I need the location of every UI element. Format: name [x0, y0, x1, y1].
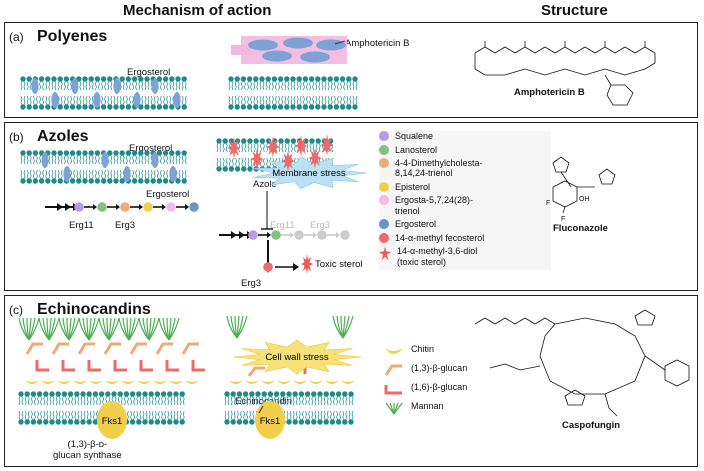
synthase-label: (1,3)-β-ᴅ- glucan synthase — [53, 439, 122, 461]
ergosterol-label: Ergosterol — [127, 67, 171, 78]
panel-title: Azoles — [37, 128, 89, 145]
membrane-stress-label: Membrane stress — [272, 168, 346, 179]
pathway-right — [219, 191, 350, 273]
legend-item: (1,6)-β-glucan — [383, 382, 503, 396]
legend-item: 4-4-Dimethylcholesta- 8,14,24-trienol — [379, 158, 551, 179]
legend-swatch-icon — [385, 348, 403, 354]
legend-swatch-icon — [379, 181, 389, 192]
panel-label: (b) — [9, 130, 24, 144]
legend-swatch-icon — [379, 195, 389, 206]
membrane-left — [20, 150, 187, 184]
erg11-faded-label: Erg11 — [270, 220, 295, 231]
legend-swatch-icon — [379, 232, 389, 243]
caspofungin-structure — [474, 309, 690, 417]
drug-label: Amphotericin B — [345, 38, 410, 49]
legend-label: 14-α-methyl-3,6-diol (toxic sterol) — [397, 246, 478, 267]
cell-wall-stress-label: Cell wall stress — [265, 352, 329, 363]
toxic-sterol-label: Toxic sterol — [315, 259, 363, 270]
legend-item: Mannan — [383, 401, 503, 415]
legend-swatch-icon — [379, 144, 389, 155]
legend-item: (1,3)-β-glucan — [383, 363, 503, 377]
legend-item: Chitin — [383, 344, 503, 358]
panel-c-graphics: Cell wall stress Fks1 Fks1 — [18, 309, 690, 439]
legend-item: 14-α-methyl fecosterol — [379, 232, 551, 243]
legend-label: 4-4-Dimethylcholesta- 8,14,24-trienol — [395, 158, 483, 179]
panel-azoles: (b) Azoles Ergosterol Ergosterol Erg11 E… — [4, 122, 698, 291]
erg3-bottom-label: Erg3 — [241, 278, 262, 289]
structure-name: Fluconazole — [553, 223, 608, 234]
legend-item: Episterol — [379, 181, 551, 192]
panel-polyenes: (a) Polyenes Ergosterol Amphotericin B A… — [4, 22, 698, 118]
amphotericin-pore — [231, 36, 347, 64]
legend-item: Ergosterol — [379, 219, 551, 230]
legend-label: Mannan — [411, 401, 444, 411]
panel-label: (c) — [9, 303, 23, 317]
legend-item: 14-α-methyl-3,6-diol (toxic sterol) — [379, 246, 551, 267]
amphotericin-structure — [474, 41, 656, 106]
ergosterol-label: Ergosterol — [129, 143, 173, 154]
legend-swatch-icon — [384, 385, 402, 395]
ergosterol-path-label: Ergosterol — [146, 189, 190, 200]
wall-right — [226, 315, 355, 384]
membrane-right — [228, 76, 358, 110]
fluconazole-structure: F F OH — [546, 156, 616, 223]
panel-a-graphics — [20, 36, 656, 110]
legend-swatch-icon — [384, 364, 402, 376]
legend-label: (1,6)-β-glucan — [411, 382, 468, 392]
fks1-left: Fks1 — [97, 401, 127, 439]
panel-b-graphics: Membrane stress F F OH — [20, 134, 616, 274]
legend-label: (1,3)-β-glucan — [411, 363, 468, 373]
panel-title: Polyenes — [37, 28, 108, 45]
legend-label: Ergosta-5,7,24(28)- trienol — [395, 195, 474, 216]
legend-label: Episterol — [395, 181, 431, 192]
panel-title: Echinocandins — [37, 301, 151, 318]
legend-label: Squalene — [395, 131, 434, 141]
legend-label: Chitin — [411, 344, 435, 354]
legend-item: Squalene — [379, 131, 551, 141]
legend-label: Ergosterol — [395, 219, 437, 230]
legend-swatch-icon — [385, 402, 403, 415]
legend-label: Lanosterol — [395, 144, 438, 155]
azole-label: Azole — [253, 179, 277, 190]
structure-name: Caspofungin — [562, 420, 621, 431]
legend-item: Lanosterol — [379, 144, 551, 155]
membrane-right — [224, 391, 354, 425]
legend-item: Ergosta-5,7,24(28)- trienol — [379, 195, 551, 216]
fks1-right: Fks1 — [255, 401, 285, 439]
header-structure: Structure — [541, 2, 608, 19]
membrane-left — [20, 76, 187, 110]
membrane-stress-burst: Membrane stress — [253, 156, 368, 190]
panel-echinocandins: (c) Echinocandins Echinocandin (1,3)-β-ᴅ… — [4, 295, 698, 467]
header-mechanism: Mechanism of action — [123, 2, 272, 19]
erg11-label: Erg11 — [69, 220, 94, 231]
echinocandin-label: Echinocandin — [235, 396, 293, 407]
panel-label: (a) — [9, 30, 24, 44]
fks1-left-label: Fks1 — [102, 416, 123, 427]
erg3-label: Erg3 — [115, 220, 136, 231]
cell-wall-stress-burst: Cell wall stress — [232, 339, 362, 375]
svg-text:F: F — [546, 200, 550, 207]
structure-name: Amphotericin B — [514, 87, 585, 98]
erg3-faded-label: Erg3 — [310, 220, 331, 231]
legend-label: 14-α-methyl fecosterol — [395, 232, 485, 243]
wall-left — [18, 317, 205, 384]
pathway-left — [45, 202, 199, 212]
fks1-right-label: Fks1 — [260, 416, 281, 427]
legend-swatch-icon — [379, 219, 389, 230]
toxic-sterol-stars — [227, 134, 334, 274]
svg-text:F: F — [561, 216, 565, 223]
svg-text:OH: OH — [579, 196, 590, 203]
legend-swatch-icon — [379, 131, 389, 141]
legend-swatch-icon — [379, 158, 389, 169]
